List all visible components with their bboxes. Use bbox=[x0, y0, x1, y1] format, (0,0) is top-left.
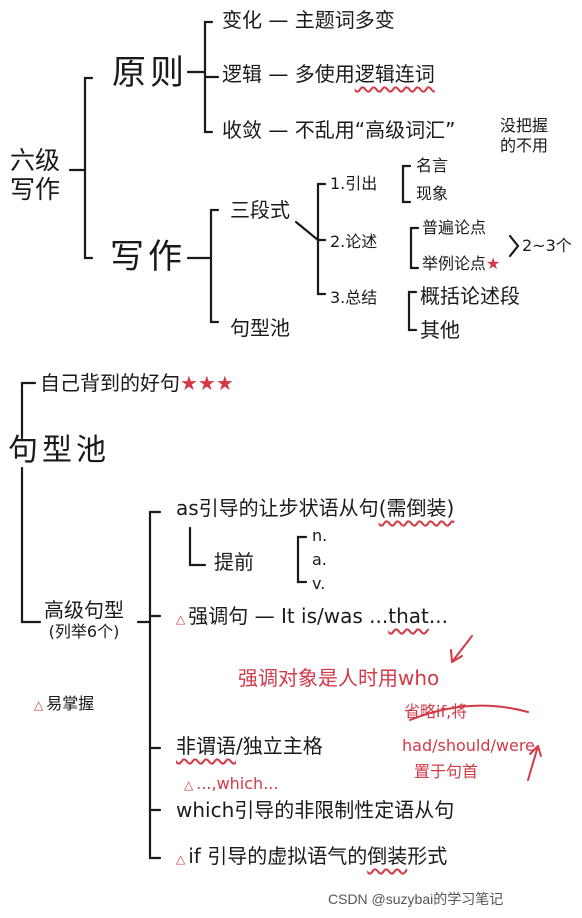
step-argue-count: 2~3个 bbox=[522, 236, 572, 255]
as-clause-label: as引导的让步状语从句 bbox=[176, 496, 379, 520]
principle-logic-prefix: 逻辑 — 多使用 bbox=[222, 62, 355, 86]
as-clause-note: (需倒装) bbox=[378, 496, 455, 520]
triangle-icon: △ bbox=[34, 698, 44, 712]
step-summary: 3.总结 bbox=[330, 288, 378, 307]
stars-icon: ★★★ bbox=[180, 371, 234, 395]
step-intro-phenomenon: 现象 bbox=[416, 184, 449, 203]
star-icon: ★ bbox=[486, 254, 501, 273]
front-noun: n. bbox=[312, 526, 328, 545]
root-node-line2: 写作 bbox=[10, 175, 61, 204]
principles-node: 原则 bbox=[112, 53, 188, 93]
emphasis-sentence: △强调句 — It is/was ...that... bbox=[176, 606, 448, 626]
nonfinite-label: 非谓语 bbox=[176, 734, 236, 758]
step-argue: 2.论述 bbox=[330, 232, 378, 251]
front-adj: a. bbox=[312, 550, 327, 569]
if-subjunctive: △if 引导的虚拟语气的倒装形式 bbox=[176, 846, 447, 866]
triangle-icon: △ bbox=[176, 852, 186, 866]
emphasis-that: that bbox=[388, 604, 429, 628]
front-node: 提前 bbox=[214, 550, 254, 574]
step-intro-quote: 名言 bbox=[416, 156, 449, 175]
principle-logic: 逻辑 — 多使用逻辑连词 bbox=[222, 64, 435, 84]
converge-note-line1: 没把握 bbox=[500, 116, 549, 135]
three-part-node: 三段式 bbox=[230, 198, 290, 222]
advanced-sentences-node: 高级句型 (列举6个) bbox=[44, 600, 124, 640]
root-node-line1: 六级 bbox=[10, 146, 61, 175]
if-prefix: if 引导的虚拟语气的 bbox=[188, 844, 368, 868]
triangle-icon: △ bbox=[184, 778, 194, 792]
converge-note-line2: 的不用 bbox=[500, 136, 549, 155]
if-suffix: 形式 bbox=[407, 844, 448, 868]
recite-good-sentences: 自己背到的好句★★★ bbox=[40, 373, 234, 393]
root-node-cet6-writing: 六级 写作 bbox=[10, 148, 60, 202]
sentence-pool-small-node: 句型池 bbox=[230, 316, 290, 340]
principle-converge: 收敛 — 不乱用“高级词汇” bbox=[222, 118, 456, 142]
step-argue-example-label: 举例论点 bbox=[422, 254, 487, 273]
advanced-line1: 高级句型 bbox=[44, 598, 124, 622]
step-summary-paragraph: 概括论述段 bbox=[420, 284, 520, 308]
watermark: CSDN @suzybai的学习笔记 bbox=[328, 891, 504, 907]
step-argue-example: 举例论点★ bbox=[422, 256, 500, 272]
emphasis-label: 强调句 — It is/was ... bbox=[188, 604, 389, 628]
step-argue-general: 普遍论点 bbox=[422, 218, 487, 237]
principle-converge-note: 没把握 的不用 bbox=[500, 118, 548, 154]
absolute-label: /独立主格 bbox=[236, 734, 323, 758]
which-note-text: ...,which... bbox=[196, 774, 279, 793]
easy-tip-label: 易掌握 bbox=[46, 694, 95, 713]
emphasis-note: 强调对象是人时用who bbox=[238, 666, 440, 690]
advanced-line2: (列举6个) bbox=[48, 622, 120, 641]
which-note: △...,which... bbox=[184, 776, 278, 792]
recite-label: 自己背到的好句 bbox=[40, 371, 180, 395]
easy-tip: △易掌握 bbox=[34, 696, 94, 712]
principle-change: 变化 — 主题词多变 bbox=[222, 8, 395, 32]
writing-node: 写作 bbox=[110, 237, 186, 277]
if-emphasis: 倒装 bbox=[367, 844, 408, 868]
step-intro: 1.引出 bbox=[330, 174, 378, 193]
if-note-line1: 省略if,将 bbox=[404, 702, 468, 721]
principle-logic-emphasis: 逻辑连词 bbox=[354, 62, 435, 86]
triangle-icon: △ bbox=[176, 612, 186, 626]
step-summary-other: 其他 bbox=[420, 318, 460, 342]
which-clause: which引导的非限制性定语从句 bbox=[176, 798, 455, 822]
if-note-line2: had/should/were bbox=[402, 736, 535, 755]
if-note-line3: 置于句首 bbox=[414, 762, 479, 781]
sentence-pool-root: 句型池 bbox=[8, 433, 110, 468]
nonfinite-absolute: 非谓语/独立主格 bbox=[176, 736, 323, 756]
emphasis-tail: ... bbox=[428, 604, 448, 628]
front-verb: v. bbox=[312, 574, 326, 593]
as-clause: as引导的让步状语从句(需倒装) bbox=[176, 498, 454, 518]
